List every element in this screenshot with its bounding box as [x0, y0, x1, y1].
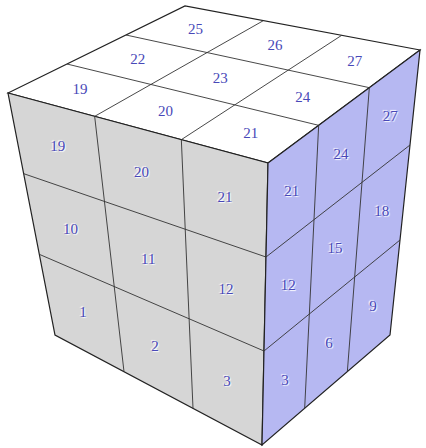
sticker-edge: [181, 140, 193, 409]
sticker-edge: [95, 116, 124, 371]
cell-number: 20: [158, 104, 173, 119]
cell-number: 10: [63, 222, 78, 237]
sticker-edge: [264, 240, 400, 351]
cell-number: 3: [223, 373, 231, 388]
sticker-edge: [305, 125, 319, 408]
cell-number: 18: [374, 204, 389, 219]
cell-number: 6: [325, 335, 333, 350]
cell-number: 19: [50, 139, 65, 154]
sticker-edge: [181, 35, 341, 139]
cell-number: 11: [141, 252, 155, 267]
cell-number: 9: [369, 298, 377, 313]
right-face: [262, 50, 420, 445]
cell-number: 20: [134, 164, 149, 179]
front-face: [8, 93, 268, 445]
sticker-edge: [266, 145, 410, 257]
cell-number: 21: [243, 126, 258, 141]
cell-number: 15: [328, 241, 343, 256]
cell-number: 24: [295, 90, 310, 105]
cell-number: 1: [79, 304, 87, 319]
sticker-edge: [126, 35, 369, 88]
cell-number: 23: [213, 71, 228, 86]
sticker-edge: [39, 254, 264, 351]
cell-number: 19: [73, 82, 88, 97]
cell-number: 24: [334, 146, 349, 161]
cell-number: 12: [281, 278, 296, 293]
cell-number: 21: [284, 184, 299, 199]
cell-number: 21: [218, 190, 233, 205]
sticker-edge: [24, 174, 266, 257]
cell-number: 25: [188, 21, 203, 36]
sticker-edge: [95, 21, 264, 117]
sticker-edge: [67, 64, 319, 125]
cell-number: 2: [151, 339, 159, 354]
cell-number: 26: [268, 37, 283, 52]
cell-number: 3: [281, 372, 289, 387]
cell-number: 22: [130, 52, 145, 67]
cell-number: 27: [383, 109, 398, 124]
sticker-edge: [347, 88, 369, 372]
cell-number: 12: [219, 282, 234, 297]
cell-number: 27: [347, 53, 362, 68]
